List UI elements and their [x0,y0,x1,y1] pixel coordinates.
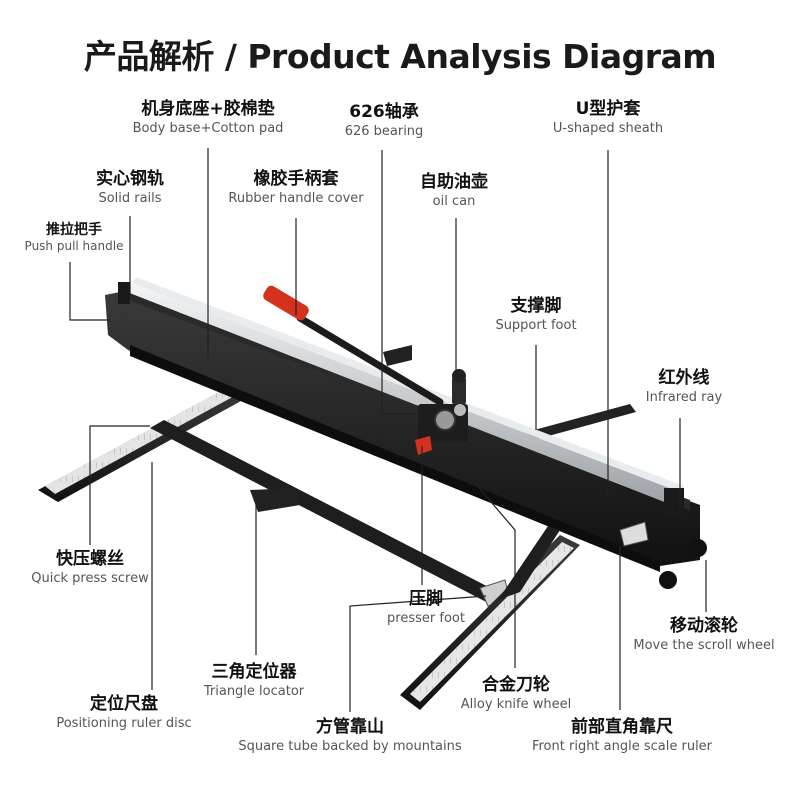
label-u-sheath-cn: U型护套 [575,99,641,119]
label-solid-rails-en: Solid rails [98,190,162,206]
label-presser-foot-cn: 压脚 [409,589,443,609]
label-u-sheath-en: U-shaped sheath [552,120,664,136]
label-solid-rails-cn: 实心钢轨 [96,169,164,189]
label-oil-can-en: oil can [432,193,476,209]
label-triangle: 三角定位器 Triangle locator [192,662,316,699]
label-scroll-wheel-en: Move the scroll wheel [633,637,775,653]
label-infrared-en: Infrared ray [645,389,723,405]
label-scroll-wheel: 移动滚轮 Move the scroll wheel [626,616,782,653]
label-triangle-en: Triangle locator [203,683,305,699]
label-support-foot: 支撑脚 Support foot [484,296,588,333]
handle [263,285,444,406]
label-quick-press-en: Quick press screw [31,570,149,586]
scroll-wheels [619,521,707,589]
label-infrared-cn: 红外线 [658,368,710,388]
label-presser-foot: 压脚 presser foot [378,589,474,626]
label-body-base-en: Body base+Cotton pad [132,120,284,136]
label-push-pull-cn: 推拉把手 [46,222,102,238]
label-bearing-cn: 626轴承 [349,102,419,122]
label-ruler-disc: 定位尺盘 Positioning ruler disc [50,694,198,731]
label-rubber-handle-en: Rubber handle cover [228,190,364,206]
cutting-carriage [415,369,468,455]
label-rubber-handle: 橡胶手柄套 Rubber handle cover [222,169,370,206]
label-angle-ruler-en: Front right angle scale ruler [531,738,713,754]
label-alloy-wheel: 合金刀轮 Alloy knife wheel [452,675,580,712]
label-oil-can: 自助油壶 oil can [406,172,502,209]
body-base [105,290,700,572]
label-support-foot-cn: 支撑脚 [510,296,562,316]
label-square-tube: 方管靠山 Square tube backed by mountains [232,717,468,754]
label-quick-press: 快压螺丝 Quick press screw [22,549,158,586]
label-angle-ruler: 前部直角靠尺 Front right angle scale ruler [524,717,720,754]
diagram-title: 产品解析 / Product Analysis Diagram [83,37,717,76]
label-ruler-disc-en: Positioning ruler disc [56,715,192,731]
label-body-base-cn: 机身底座+胶棉垫 [141,99,275,119]
label-u-sheath: U型护套 U-shaped sheath [540,99,676,136]
label-rubber-handle-cn: 橡胶手柄套 [253,169,339,189]
left-ruler-arm [38,385,250,502]
label-ruler-disc-cn: 定位尺盘 [90,694,158,714]
label-bearing: 626轴承 626 bearing [336,102,432,139]
label-quick-press-cn: 快压螺丝 [56,549,124,569]
front-angle-ruler [400,526,580,710]
label-body-base: 机身底座+胶棉垫 Body base+Cotton pad [120,99,296,136]
square-tube-backing [150,420,511,607]
label-alloy-wheel-en: Alloy knife wheel [460,696,572,712]
label-triangle-cn: 三角定位器 [211,662,297,682]
leader-lines [69,148,707,712]
label-angle-ruler-cn: 前部直角靠尺 [571,717,673,737]
label-bearing-en: 626 bearing [344,123,424,139]
label-presser-foot-en: presser foot [387,610,465,626]
label-square-tube-en: Square tube backed by mountains [238,738,462,754]
label-push-pull-en: Push pull handle [24,239,124,254]
label-support-foot-en: Support foot [495,317,577,333]
label-scroll-wheel-cn: 移动滚轮 [670,616,738,636]
label-push-pull: 推拉把手 Push pull handle [18,222,130,254]
label-solid-rails: 实心钢轨 Solid rails [80,169,180,206]
label-alloy-wheel-cn: 合金刀轮 [482,675,550,695]
label-oil-can-cn: 自助油壶 [420,172,488,192]
label-infrared: 红外线 Infrared ray [636,368,732,405]
label-square-tube-cn: 方管靠山 [316,717,384,737]
